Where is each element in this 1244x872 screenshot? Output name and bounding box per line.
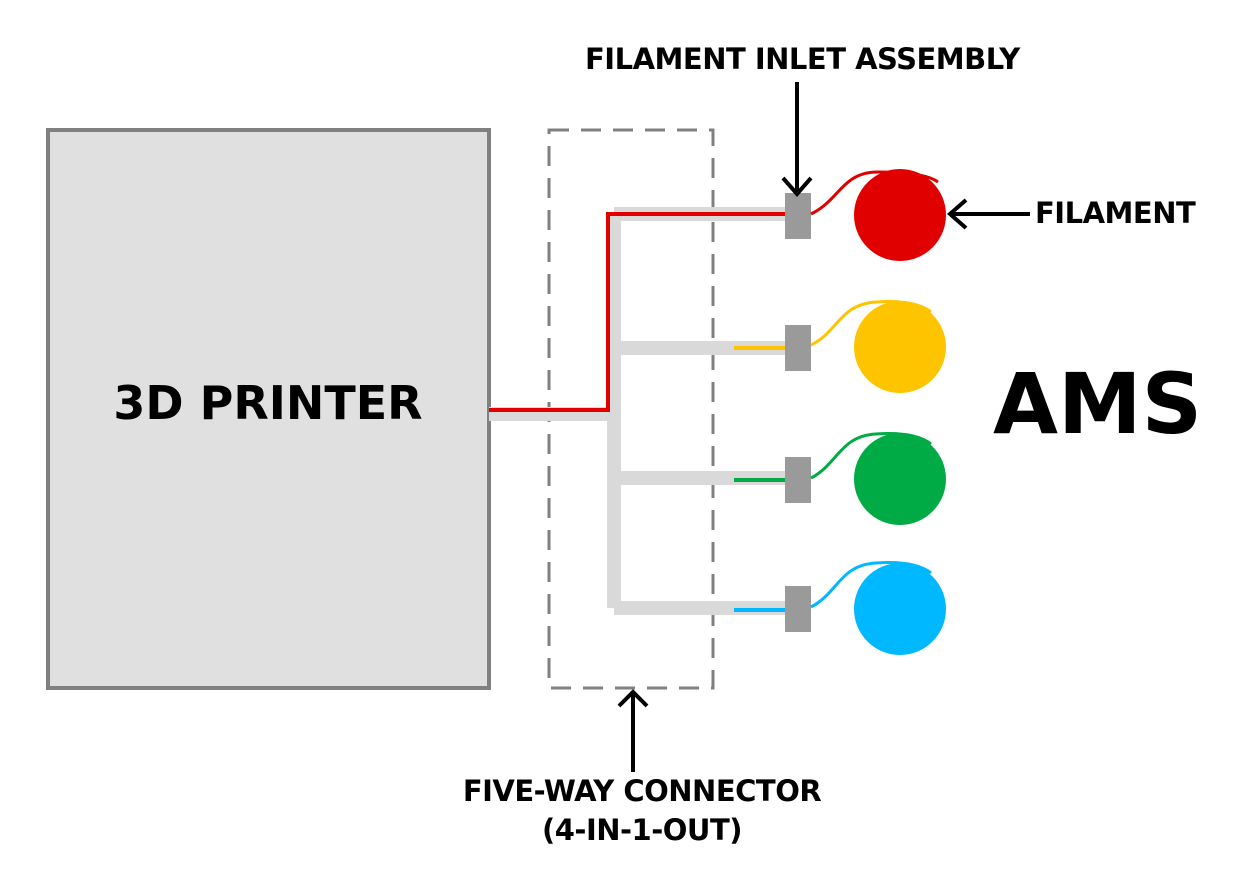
active-filament-path xyxy=(489,212,787,412)
printer-label: 3D PRINTER xyxy=(113,376,423,430)
connector-label-line2: (4-IN-1-OUT) xyxy=(541,813,743,847)
filament-label: FILAMENT xyxy=(1035,196,1196,230)
spools xyxy=(854,169,946,655)
five-way-connector-label: FIVE-WAY CONNECTOR (4-IN-1-OUT) xyxy=(432,772,852,850)
inlet-arrow-icon xyxy=(781,82,813,198)
spool-green xyxy=(854,433,946,525)
inlet-assemblies xyxy=(785,193,811,632)
connector-label-line1: FIVE-WAY CONNECTOR xyxy=(462,774,822,808)
connector-arrow-icon xyxy=(617,689,649,772)
ams-label: AMS xyxy=(993,355,1203,453)
inlet-red xyxy=(785,193,811,239)
inlet-blue xyxy=(785,586,811,632)
filament-inlet-assembly-label: FILAMENT INLET ASSEMBLY xyxy=(585,42,1020,76)
filament-stubs xyxy=(734,346,787,612)
inlet-green xyxy=(785,457,811,503)
spool-red xyxy=(854,169,946,261)
printer-box xyxy=(46,128,491,690)
annotation-arrows xyxy=(617,82,1030,772)
spool-blue xyxy=(854,563,946,655)
filament-arrow-icon xyxy=(946,198,1030,230)
inlet-yellow xyxy=(785,325,811,371)
spool-yellow xyxy=(854,301,946,393)
